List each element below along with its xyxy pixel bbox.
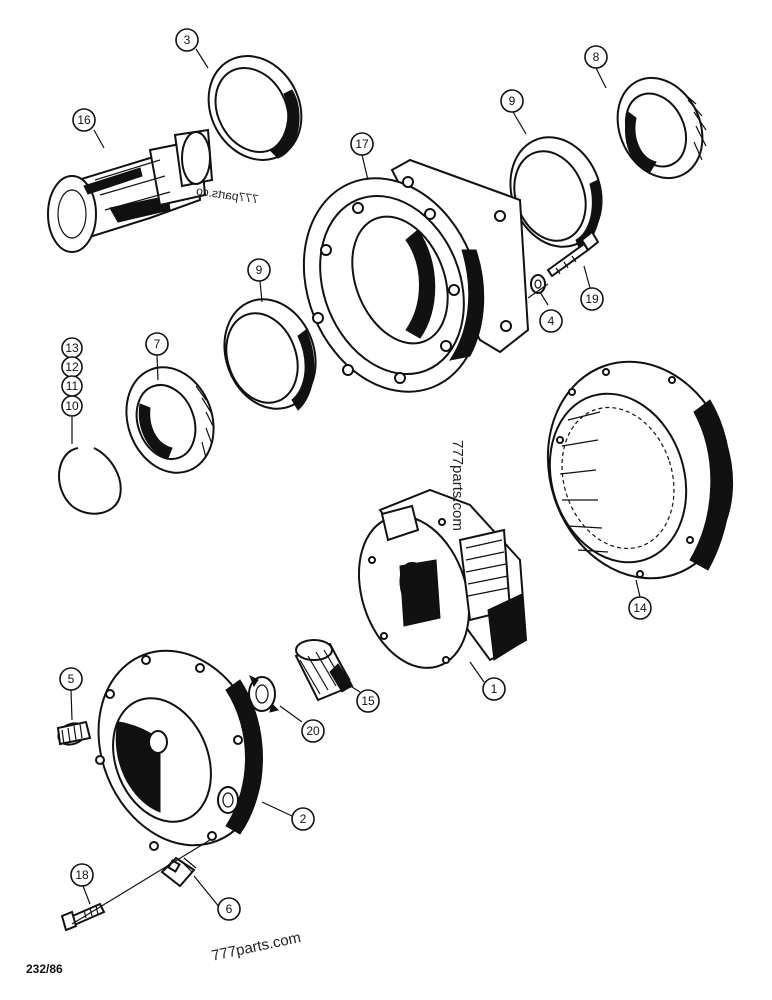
callout-5: 5 (59, 667, 83, 691)
svg-text:13: 13 (65, 341, 79, 355)
svg-text:16: 16 (77, 113, 91, 127)
svg-text:4: 4 (548, 314, 555, 328)
callout-9-lower: 9 (247, 258, 271, 282)
svg-text:17: 17 (355, 137, 369, 151)
callout-1: 1 (482, 677, 506, 701)
part-15-planet-gear (294, 639, 354, 702)
callout-10: 10 (61, 395, 83, 417)
callout-8: 8 (584, 45, 608, 69)
svg-text:8: 8 (593, 50, 600, 64)
part-20-lock-tab (248, 674, 279, 713)
part-8-tapered-bearing (616, 76, 707, 180)
parts-10-13-snap-ring (58, 447, 122, 515)
svg-text:1: 1 (491, 682, 498, 696)
part-14-ring-gear (546, 360, 734, 580)
callout-2: 2 (291, 807, 315, 831)
svg-text:9: 9 (509, 94, 516, 108)
svg-text:14: 14 (633, 601, 647, 615)
callout-19: 19 (580, 287, 604, 311)
svg-text:7: 7 (154, 337, 161, 351)
watermark-vertical: 777parts.com (449, 440, 466, 531)
drawing-number: 232/86 (26, 962, 63, 976)
svg-text:20: 20 (306, 724, 320, 738)
leader-lines (70, 48, 641, 925)
svg-text:12: 12 (65, 360, 79, 374)
svg-text:11: 11 (66, 379, 79, 393)
svg-text:2: 2 (300, 812, 307, 826)
callout-16: 16 (72, 108, 96, 132)
callout-6: 6 (217, 897, 241, 921)
callout-14: 14 (628, 596, 652, 620)
callout-4: 4 (539, 309, 563, 333)
svg-text:15: 15 (361, 694, 375, 708)
part-19-bolt (546, 230, 600, 278)
callout-7: 7 (145, 332, 169, 356)
callout-12: 12 (61, 356, 83, 378)
part-7-bearing-cone (125, 366, 215, 474)
part-1-planet-carrier (357, 488, 528, 669)
part-9-bearing-cup-lower (223, 298, 317, 411)
part-3-seal (207, 55, 303, 161)
callout-13: 13 (61, 337, 83, 359)
part-16-splined-shaft (47, 128, 214, 253)
callout-20: 20 (301, 719, 325, 743)
part-17-housing (302, 158, 530, 393)
callout-9-upper: 9 (500, 89, 524, 113)
callout-18: 18 (70, 863, 94, 887)
svg-text:6: 6 (226, 902, 233, 916)
svg-text:9: 9 (256, 263, 263, 277)
part-2-cover (95, 649, 263, 851)
part-5-plug (56, 720, 92, 746)
svg-text:19: 19 (585, 292, 599, 306)
svg-text:3: 3 (184, 33, 191, 47)
svg-text:10: 10 (65, 399, 79, 413)
callout-17: 17 (350, 132, 374, 156)
svg-text:18: 18 (75, 868, 89, 882)
callout-15: 15 (356, 689, 380, 713)
part-6-plug (160, 856, 197, 888)
callout-11: 11 (61, 375, 83, 397)
callout-3: 3 (175, 28, 199, 52)
svg-text:5: 5 (68, 672, 75, 686)
